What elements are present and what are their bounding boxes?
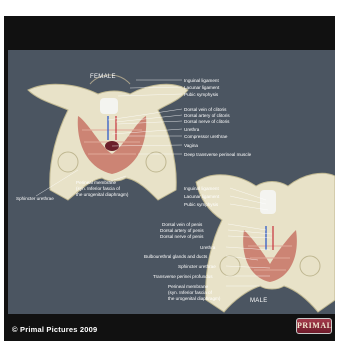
top-whitespace (4, 0, 335, 16)
male-label-transverse-perinei: Transverse perinei profundus (153, 274, 213, 280)
female-label-perineal-membrane-3: the urogenital diaphragm) (76, 192, 128, 198)
male-label-perineal-membrane-3: the urogenital diaphragm) (168, 296, 220, 302)
primal-logo: PRIMAL (296, 318, 332, 334)
female-label-dorsal-nerve: Dorsal nerve of clitoris (184, 119, 229, 125)
male-label-urethra: Urethra (200, 245, 215, 251)
male-label-bulbourethral-glands: Bulbourethral glands and ducts (144, 254, 207, 260)
female-label-deep-transverse-perineal: Deep transverse perineal muscle (184, 152, 251, 158)
copyright-text: © Primal Pictures 2009 (12, 325, 97, 334)
image-frame: FEMALE Inguinal ligament Lacunar ligamen… (4, 16, 335, 341)
female-label-compressor-urethrae: Compressor urethrae (184, 134, 227, 140)
male-title: MALE (250, 298, 268, 304)
male-label-lacunar-ligament: Lacunar ligament (184, 194, 219, 200)
female-label-inguinal-ligament: Inguinal ligament (184, 78, 219, 84)
male-label-dorsal-nerve: Dorsal nerve of penis (160, 234, 203, 240)
female-title: FEMALE (90, 74, 116, 80)
female-label-pubic-symphysis: Pubic symphysis (184, 92, 218, 98)
male-label-sphincter-urethrae: Sphincter urethrae (178, 264, 216, 270)
female-label-sphincter-urethrae: Sphincter urethrae (16, 196, 54, 202)
male-label-pubic-symphysis: Pubic symphysis (184, 202, 218, 208)
female-label-vagina: Vagina (184, 143, 198, 149)
female-label-lacunar-ligament: Lacunar ligament (184, 85, 219, 91)
anatomy-panel: FEMALE Inguinal ligament Lacunar ligamen… (8, 50, 335, 314)
male-label-inguinal-ligament: Inguinal ligament (184, 186, 219, 192)
female-label-urethra: Urethra (184, 127, 199, 133)
